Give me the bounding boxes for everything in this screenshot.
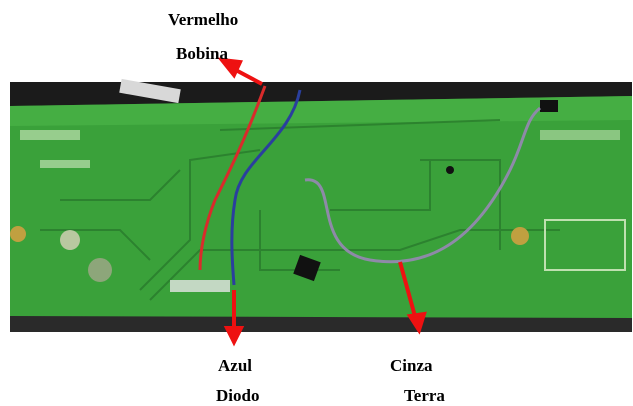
label-blue-wire: Azul — [218, 356, 252, 375]
label-gray-wire: Cinza — [390, 356, 433, 375]
label-red-wire: Vermelho — [168, 10, 239, 29]
pcb-shade — [10, 96, 632, 126]
arrow-to-coil-head — [217, 57, 243, 79]
white-cable — [119, 78, 181, 104]
blue-wire — [230, 89, 302, 286]
pointer-arrows — [217, 57, 427, 347]
label-coil: Bobina — [176, 44, 228, 63]
gray-wire — [304, 106, 541, 264]
arrow-to-ground-head — [406, 311, 427, 335]
label-ground: Terra — [404, 386, 445, 405]
pcb-components — [10, 100, 626, 292]
arrow-to-ground — [398, 261, 418, 321]
pcb-board — [10, 96, 632, 318]
red-wire — [198, 85, 267, 271]
label-diode: Diodo — [216, 386, 260, 405]
arrow-to-diode-head — [223, 326, 245, 347]
